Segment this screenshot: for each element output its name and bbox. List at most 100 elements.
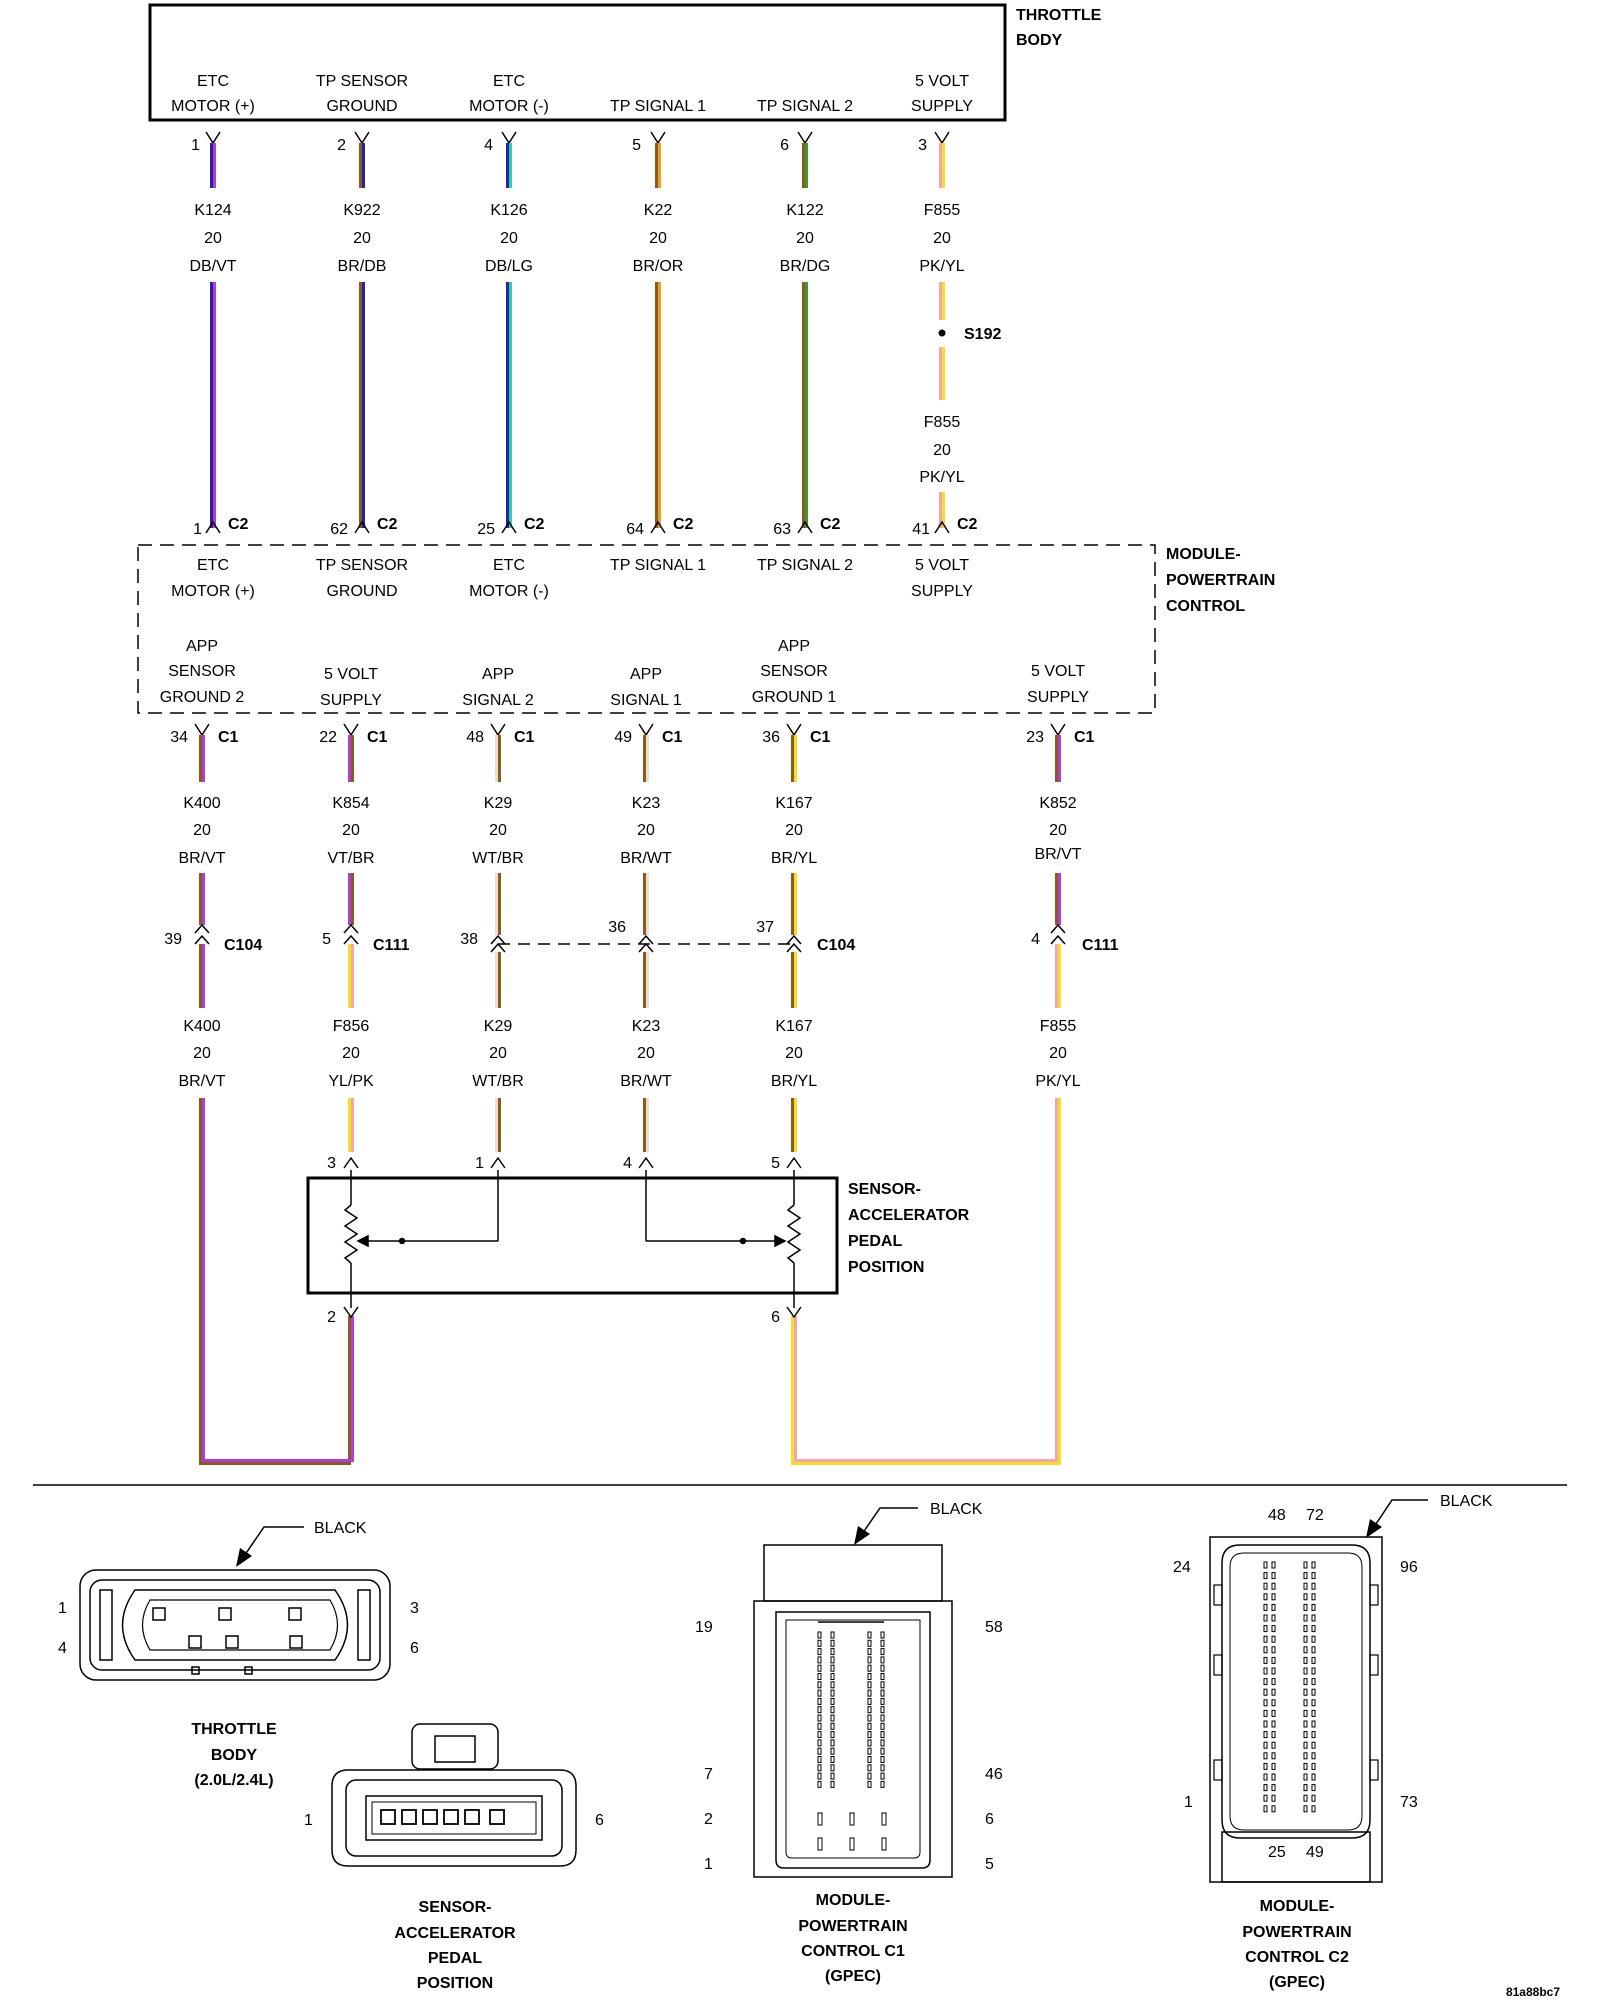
pin-label: 58: [985, 1619, 1003, 1636]
connector-name: BODY: [211, 1747, 258, 1764]
pin-number: 6: [780, 137, 789, 154]
pin-number: 37: [756, 919, 774, 936]
wire-gauge: 20: [1049, 1045, 1067, 1062]
connector-name: CONTROL C1: [801, 1943, 905, 1960]
tb-pin-desc: TP SIGNAL 1: [610, 98, 706, 115]
wire-gauge: 20: [204, 230, 222, 247]
figure-id: 81a88bc7: [1506, 1985, 1560, 1999]
female-terminal-icon: [1050, 723, 1066, 737]
connector-color: BLACK: [930, 1501, 983, 1518]
pin-desc: TP SIGNAL 1: [610, 557, 706, 574]
male-terminal-icon: [786, 934, 802, 945]
connector-pin: [1311, 1773, 1316, 1781]
connector-pin: [880, 1747, 885, 1755]
tb-pin-desc: TP SIGNAL 2: [757, 98, 853, 115]
tb-pin-desc: 5 VOLT: [915, 73, 969, 90]
wire-color: PK/YL: [919, 258, 964, 275]
connector-pin: [1271, 1678, 1276, 1686]
connector-pin: [817, 1648, 822, 1656]
wire-circuit: K124: [194, 202, 231, 219]
connector-name: ACCELERATOR: [394, 1925, 516, 1942]
wire-gauge: 20: [637, 822, 655, 839]
wire-color: WT/BR: [472, 1073, 524, 1090]
connector-pin: [867, 1780, 872, 1788]
connector-pin: [817, 1656, 822, 1664]
app-sensor-pins: 3 1 4 5 2 6: [327, 1155, 780, 1326]
connector-pin: [1263, 1805, 1268, 1813]
pin-number: 39: [164, 931, 182, 948]
connector-pin: [867, 1648, 872, 1656]
connector-pin: [1311, 1688, 1316, 1696]
connector-pin: [867, 1689, 872, 1697]
wire-circuit: K167: [775, 1018, 812, 1035]
connector-pin: [1311, 1603, 1316, 1611]
male-terminal-icon: [354, 520, 370, 534]
pin-label: 5: [985, 1856, 994, 1873]
connector-pin: [849, 1837, 855, 1851]
male-terminal-icon: [490, 934, 506, 945]
connector-name: CONTROL C2: [1245, 1949, 1349, 1966]
pin-number: 4: [623, 1155, 632, 1172]
app-sensor-internals: [343, 1170, 802, 1308]
connector-pin: [880, 1689, 885, 1697]
female-terminal-icon: [797, 131, 813, 145]
pin-desc: APP: [482, 666, 514, 683]
pin-number: 1: [475, 1155, 484, 1172]
connector-id: C111: [373, 937, 410, 954]
connector-pin: [1303, 1773, 1308, 1781]
pcm-c2-descriptions: ETC MOTOR (+) TP SENSOR GROUND ETC MOTOR…: [171, 557, 973, 600]
connector-pin: [1271, 1625, 1276, 1633]
connector-pin: [817, 1639, 822, 1647]
connector-pin: [817, 1673, 822, 1680]
connector-id: C104: [817, 937, 855, 954]
female-terminal-icon: [650, 131, 666, 145]
female-terminal-icon: [194, 723, 210, 737]
connector-pin: [1271, 1720, 1276, 1728]
connector-pin: [830, 1731, 835, 1739]
connector-pin: [1263, 1635, 1268, 1643]
pin-number: 22: [319, 729, 337, 746]
pin-label: 2: [704, 1811, 713, 1828]
connector-pin: [867, 1772, 872, 1780]
connector-pin: [817, 1837, 823, 1851]
male-terminal-icon: [1050, 923, 1066, 934]
connector-pin: [1263, 1773, 1268, 1781]
wire-gauge: 20: [785, 1045, 803, 1062]
wire-circuit: K122: [786, 202, 823, 219]
connector-pin: [817, 1739, 822, 1747]
pcm-title-2: POWERTRAIN: [1166, 572, 1275, 589]
female-terminal-icon: [343, 723, 359, 737]
pin-desc: GROUND 1: [752, 689, 837, 706]
pin-label: 96: [1400, 1559, 1418, 1576]
connector-pin: [830, 1739, 835, 1747]
wire-circuit: K922: [343, 202, 380, 219]
connector-id: C2: [673, 516, 694, 533]
wire-gauge: 20: [193, 822, 211, 839]
wire-color: PK/YL: [919, 469, 964, 486]
connector-pin: [867, 1631, 872, 1639]
app-sensor-connector-view: 1 6 SENSOR- ACCELERATOR PEDAL POSITION: [304, 1723, 604, 1992]
connector-pin: [830, 1664, 835, 1672]
connector-pin: [1311, 1656, 1316, 1664]
connector-pin: [880, 1664, 885, 1672]
wire-circuit: K854: [332, 795, 369, 812]
pin-number: 5: [322, 931, 331, 948]
wire-circuit: K29: [484, 795, 513, 812]
splice-label: S192: [964, 326, 1001, 343]
connector-pin: [830, 1681, 835, 1689]
connector-pin: [1311, 1709, 1316, 1717]
wire-gauge: 20: [353, 230, 371, 247]
wire-gauge: 20: [785, 822, 803, 839]
connector-name: (2.0L/2.4L): [194, 1772, 273, 1789]
female-terminal-icon: [934, 131, 950, 145]
pin-desc: TP SIGNAL 2: [757, 557, 853, 574]
wire-circuit: K400: [183, 1018, 220, 1035]
connector-pin: [1271, 1752, 1276, 1760]
connector-pin: [1303, 1699, 1308, 1707]
connector-name: MODULE-: [1260, 1898, 1335, 1915]
connector-pin: [1311, 1635, 1316, 1643]
wire-circuit: F855: [924, 202, 961, 219]
connector-pin: [1303, 1741, 1308, 1749]
wire-circuit: K400: [183, 795, 220, 812]
mid-wire-labels: K400 20 BR/VT K854 20 VT/BR K29 20 WT/BR…: [178, 795, 1081, 867]
